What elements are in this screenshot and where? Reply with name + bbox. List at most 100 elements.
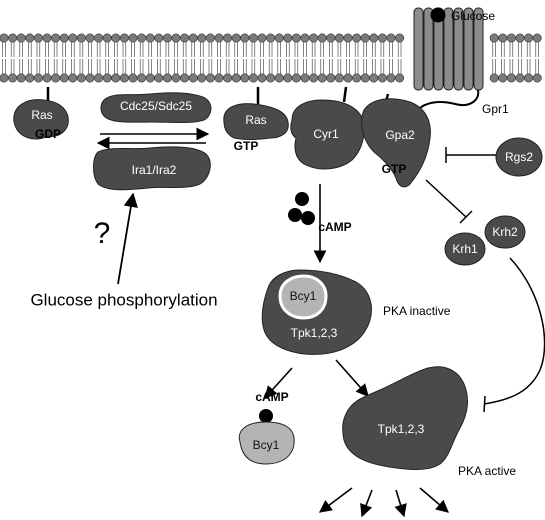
lipid-head — [532, 73, 542, 83]
lipid-head — [119, 73, 129, 83]
lipid-head — [309, 73, 319, 83]
tpk-active-label: Tpk1,2,3 — [378, 422, 425, 436]
lipid-head — [180, 33, 190, 43]
lipid-head — [137, 33, 147, 43]
lipid-head — [248, 33, 258, 43]
lipid-head — [291, 73, 301, 83]
gpa2-name: Gpa2 — [385, 128, 415, 142]
lipid-head — [343, 33, 353, 43]
lipid-head — [489, 33, 499, 43]
lipid-head — [377, 73, 387, 83]
lipid-head — [266, 73, 276, 83]
lipid-head — [515, 73, 525, 83]
lipid-head — [369, 33, 379, 43]
lipid-head — [42, 73, 52, 83]
lipid-head — [231, 73, 241, 83]
lipid-head — [33, 73, 43, 83]
lipid-head — [377, 33, 387, 43]
lipid-head — [33, 33, 43, 43]
lipid-head — [248, 73, 258, 83]
lipid-head — [309, 33, 319, 43]
lipid-head — [102, 33, 112, 43]
lipid-head — [524, 33, 534, 43]
lipid-head — [223, 33, 233, 43]
lipid-head — [334, 73, 344, 83]
ras-gdp-state: GDP — [35, 127, 61, 141]
lipid-head — [352, 33, 362, 43]
lipid-head — [360, 73, 370, 83]
lipid-head — [498, 33, 508, 43]
lipid-head — [334, 33, 344, 43]
lipid-head — [240, 73, 250, 83]
lipid-head — [205, 33, 215, 43]
lipid-head — [171, 73, 181, 83]
camp-bound-label: cAMP — [255, 390, 288, 404]
lipid-head — [231, 33, 241, 43]
glucose-molecule-icon — [430, 7, 446, 23]
cyr1-anchor — [342, 86, 348, 103]
lipid-head — [197, 73, 207, 83]
rgs2-gpa2-inhibition-icon — [445, 147, 496, 163]
lipid-head — [214, 73, 224, 83]
lipid-head — [128, 33, 138, 43]
ras-gtp-name: Ras — [245, 113, 266, 127]
lipid-head — [498, 73, 508, 83]
glucose-label: Glucose — [451, 9, 495, 23]
tpk-release-arrow — [335, 359, 369, 397]
camp-molecule-icon — [259, 409, 273, 423]
gpa2-state: GTP — [382, 162, 407, 176]
lipid-head — [128, 73, 138, 83]
bcy1-bound-protein — [278, 274, 328, 320]
lipid-head — [68, 73, 78, 83]
lipid-head — [0, 33, 9, 43]
camp-molecule-icon — [295, 192, 309, 206]
pka-inactive-label: PKA inactive — [383, 304, 451, 318]
downstream-arrow — [419, 487, 449, 513]
lipid-head — [532, 33, 542, 43]
lipid-head — [274, 33, 284, 43]
question-mark: ? — [94, 217, 111, 250]
lipid-head — [274, 73, 284, 83]
lipid-head — [162, 33, 172, 43]
downstream-arrow — [318, 487, 353, 513]
lipid-head — [16, 33, 26, 43]
camp-molecule-icon — [288, 208, 302, 222]
lipid-head — [395, 33, 405, 43]
camp-label: cAMP — [318, 220, 351, 234]
camp-molecule-icon — [301, 211, 315, 225]
pka-active-label: PKA active — [458, 464, 516, 478]
lipid-head — [119, 33, 129, 43]
lipid-head — [291, 33, 301, 43]
gpa2-protein — [361, 98, 431, 188]
lipid-head — [111, 73, 121, 83]
lipid-head — [506, 33, 516, 43]
lipid-head — [214, 33, 224, 43]
lipid-head — [300, 73, 310, 83]
krh2-label: Krh2 — [492, 225, 518, 239]
lipid-head — [317, 33, 327, 43]
lipid-head — [59, 73, 69, 83]
lipid-head — [515, 33, 525, 43]
lipid-head — [300, 33, 310, 43]
lipid-head — [51, 33, 61, 43]
tpk-active-protein — [342, 366, 468, 470]
cyr1-label: Cyr1 — [313, 127, 339, 141]
lipid-head — [0, 73, 9, 83]
bcy1-free-label: Bcy1 — [253, 438, 280, 452]
lipid-head — [85, 33, 95, 43]
lipid-head — [68, 33, 78, 43]
lipid-head — [8, 33, 18, 43]
ras-gtp-protein — [223, 103, 289, 140]
lipid-head — [506, 73, 516, 83]
krh2-protein — [484, 215, 526, 249]
lipid-head — [386, 33, 396, 43]
cyr1-protein — [290, 99, 365, 170]
lipid-head — [51, 73, 61, 83]
lipid-head — [326, 33, 336, 43]
lipid-head — [317, 73, 327, 83]
lipid-head — [162, 73, 172, 83]
lipid-head — [223, 73, 233, 83]
ras-gdp-name: Ras — [31, 108, 52, 122]
lipid-head — [145, 33, 155, 43]
